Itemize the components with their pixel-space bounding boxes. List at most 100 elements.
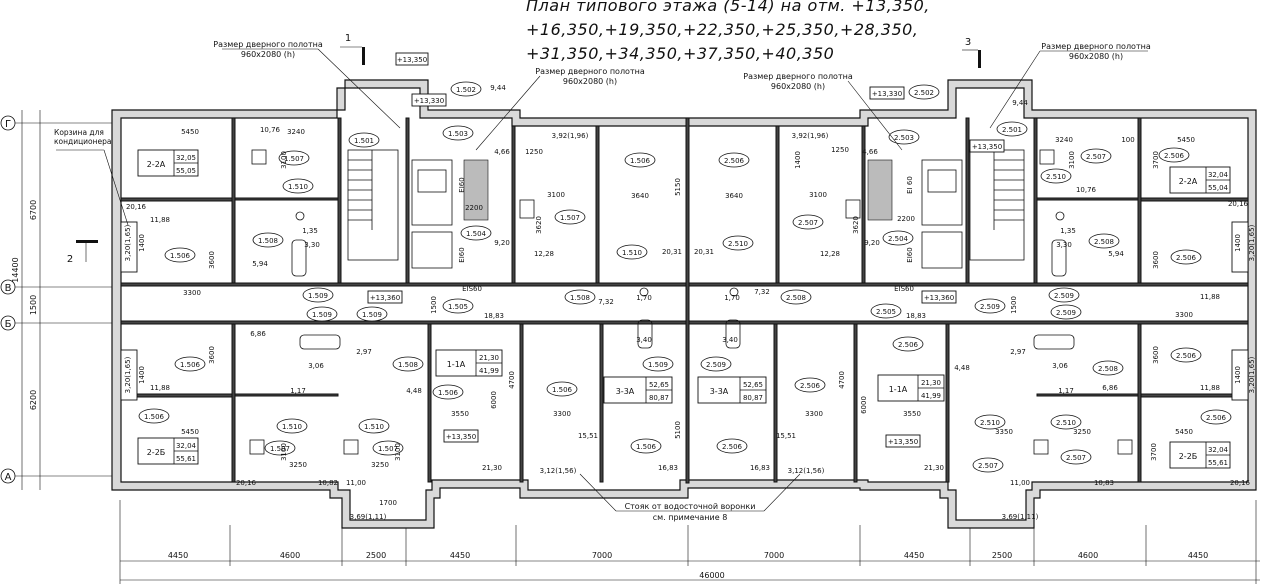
svg-text:2.506: 2.506: [722, 443, 743, 451]
svg-text:2.509: 2.509: [980, 303, 1000, 311]
svg-text:3600: 3600: [208, 251, 216, 269]
svg-text:3300: 3300: [1175, 311, 1193, 319]
svg-text:4,48: 4,48: [406, 387, 422, 395]
svg-text:3,12(1,56): 3,12(1,56): [540, 467, 577, 475]
svg-text:2200: 2200: [465, 204, 483, 212]
apt-tag-1-1a-left: 1-1А 21,30 41,99: [435, 349, 503, 377]
door-note-center-right-value: 960x2080 (h): [771, 82, 825, 91]
left-dimensions: 6700 14400 1500 6200: [11, 200, 38, 410]
svg-text:12,28: 12,28: [534, 250, 554, 258]
svg-text:3550: 3550: [451, 410, 469, 418]
svg-text:1.501: 1.501: [354, 137, 374, 145]
svg-text:3300: 3300: [183, 289, 201, 297]
svg-text:20,31: 20,31: [694, 248, 714, 256]
svg-text:4450: 4450: [904, 551, 924, 560]
dim-1500: 1500: [29, 295, 38, 315]
svg-text:12,28: 12,28: [820, 250, 840, 258]
svg-text:1.503: 1.503: [448, 130, 468, 138]
svg-text:1,35: 1,35: [302, 227, 318, 235]
section-mark-3: 3: [965, 37, 971, 48]
svg-text:2.506: 2.506: [1176, 352, 1197, 360]
svg-text:2.510: 2.510: [1056, 419, 1076, 427]
riser-note: Стояк от водосточной воронки см. примеча…: [579, 473, 801, 522]
svg-text:3350: 3350: [995, 428, 1013, 436]
svg-text:2.510: 2.510: [980, 419, 1000, 427]
svg-text:2.504: 2.504: [888, 235, 909, 243]
svg-text:1.504: 1.504: [466, 230, 487, 238]
svg-text:9,20: 9,20: [494, 239, 510, 247]
svg-text:EI60: EI60: [458, 177, 466, 192]
svg-text:100: 100: [1121, 136, 1134, 144]
plan-title-line-3: +31,350,+34,350,+37,350,+40,350: [526, 44, 835, 63]
svg-text:11,00: 11,00: [346, 479, 366, 487]
svg-text:7,32: 7,32: [598, 298, 614, 306]
apt-tag-3-3a-right: 3-3А 52,65 80,87: [697, 376, 767, 404]
svg-text:3640: 3640: [725, 192, 743, 200]
svg-text:11,88: 11,88: [1200, 384, 1220, 392]
svg-text:5450: 5450: [181, 128, 199, 136]
svg-text:55,04: 55,04: [1208, 184, 1229, 192]
svg-text:3,20(1,65): 3,20(1,65): [124, 356, 132, 393]
svg-text:2-2А: 2-2А: [1179, 177, 1198, 186]
axis-lines: [8, 110, 1260, 584]
svg-text:3300: 3300: [805, 410, 823, 418]
svg-text:11,88: 11,88: [1200, 293, 1220, 301]
svg-text:11,88: 11,88: [150, 384, 170, 392]
svg-text:3600: 3600: [208, 346, 216, 364]
svg-text:3,30: 3,30: [1056, 241, 1072, 249]
svg-text:15,51: 15,51: [578, 432, 598, 440]
bottom-dimensions: 4450 4600 2500 4450 7000 7000 4450 2500 …: [168, 551, 1208, 580]
svg-text:+13,350: +13,350: [446, 433, 476, 441]
svg-text:6,86: 6,86: [250, 330, 266, 338]
svg-text:3700: 3700: [1152, 151, 1160, 169]
svg-text:1.505: 1.505: [448, 303, 468, 311]
svg-text:6,86: 6,86: [1102, 384, 1118, 392]
svg-text:32,04: 32,04: [1208, 446, 1229, 454]
svg-text:2.507: 2.507: [1066, 454, 1086, 462]
svg-text:1400: 1400: [138, 366, 146, 384]
axis-label-v: В: [5, 283, 12, 294]
svg-text:3,69(1,11): 3,69(1,11): [1002, 513, 1039, 521]
svg-text:20,16: 20,16: [126, 203, 147, 211]
svg-text:5,94: 5,94: [252, 260, 268, 268]
svg-text:4450: 4450: [450, 551, 470, 560]
svg-text:2.506: 2.506: [898, 341, 919, 349]
door-note-center-left-value: 960x2080 (h): [563, 77, 617, 86]
svg-text:1.507: 1.507: [560, 214, 580, 222]
svg-text:21,30: 21,30: [921, 379, 941, 387]
svg-text:3,92(1,96): 3,92(1,96): [552, 132, 589, 140]
svg-text:EI60: EI60: [458, 247, 466, 262]
svg-text:+13,350: +13,350: [397, 56, 427, 64]
svg-text:1400: 1400: [794, 151, 802, 169]
section-mark-2: 2: [67, 254, 73, 265]
svg-text:2.508: 2.508: [1094, 238, 1114, 246]
svg-text:3250: 3250: [289, 461, 307, 469]
svg-text:7,32: 7,32: [754, 288, 770, 296]
svg-text:1.509: 1.509: [362, 311, 382, 319]
svg-text:2.506: 2.506: [800, 382, 821, 390]
svg-text:2.506: 2.506: [1164, 152, 1185, 160]
door-note-center-left-label: Размер дверного полотна: [535, 67, 645, 76]
section-mark-1: 1: [345, 33, 351, 44]
riser-note-label: см. примечание 8: [653, 513, 728, 522]
svg-text:EI60: EI60: [906, 247, 914, 262]
svg-text:+13,350: +13,350: [972, 143, 1002, 151]
apt-tag-1-1a-right: 1-1А 21,30 41,99: [877, 374, 945, 402]
svg-text:3100: 3100: [280, 151, 288, 169]
svg-text:10,76: 10,76: [1076, 186, 1097, 194]
svg-text:20,16: 20,16: [1230, 479, 1251, 487]
svg-text:20,31: 20,31: [662, 248, 682, 256]
svg-text:55,61: 55,61: [1208, 459, 1228, 467]
svg-text:3640: 3640: [631, 192, 649, 200]
svg-text:1.506: 1.506: [636, 443, 657, 451]
axis-label-g: Г: [5, 119, 11, 130]
svg-text:4,66: 4,66: [862, 148, 878, 156]
svg-text:EIS60: EIS60: [894, 285, 914, 293]
svg-text:2.506: 2.506: [1176, 254, 1197, 262]
svg-text:2.507: 2.507: [1086, 153, 1106, 161]
apartment-tags: 2-2А 32,05 55,05 2-2А 32,04 55,04 2-2Б 3…: [137, 149, 1231, 469]
svg-text:32,04: 32,04: [1208, 171, 1229, 179]
svg-text:4600: 4600: [280, 551, 300, 560]
svg-text:5450: 5450: [181, 428, 199, 436]
svg-text:1.506: 1.506: [170, 252, 191, 260]
